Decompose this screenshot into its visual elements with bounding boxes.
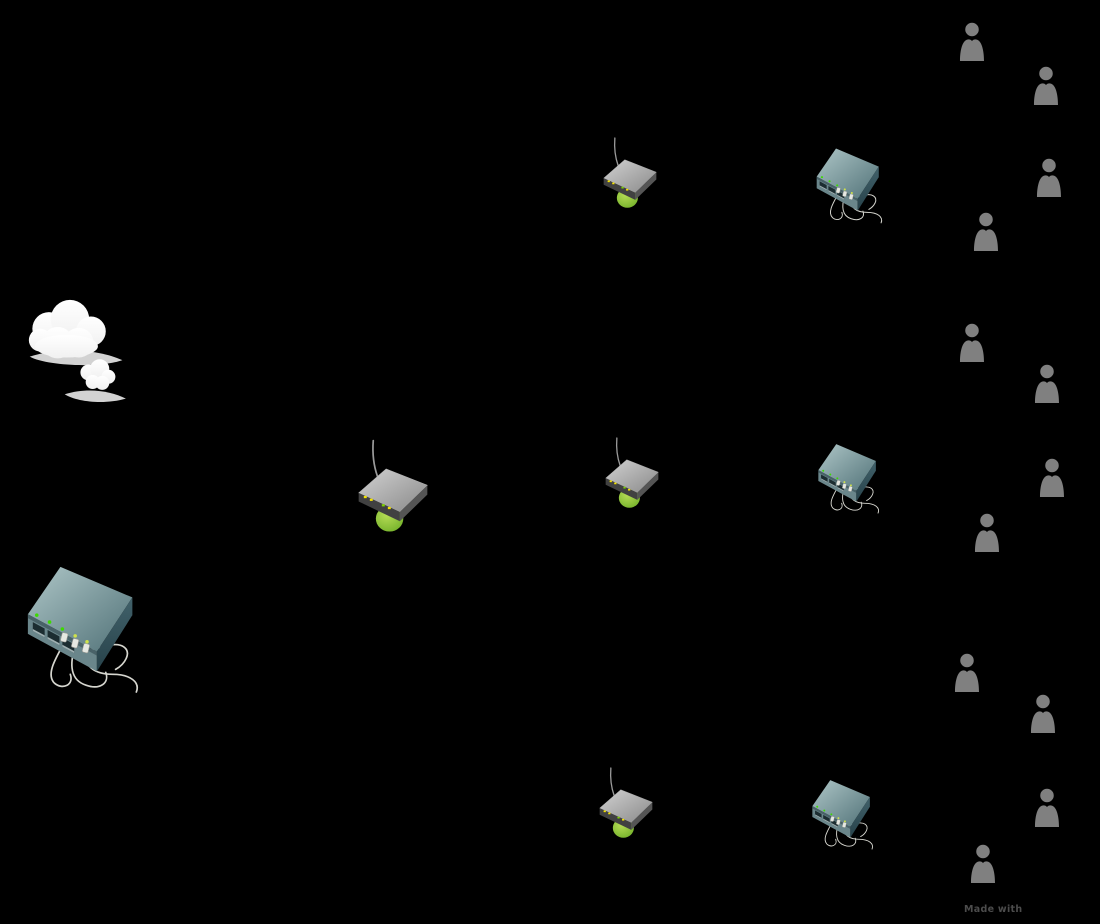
user-node — [957, 22, 987, 62]
switch-top-node — [812, 142, 894, 227]
wireless-ap-icon — [597, 136, 663, 215]
user-node — [1028, 694, 1058, 734]
access-point-bottom-node — [593, 766, 659, 845]
switch-bottom-node — [808, 774, 884, 853]
access-point-middle-node — [599, 436, 665, 515]
wireless-ap-icon — [593, 766, 659, 845]
made-with-watermark: Made with — [964, 904, 1023, 915]
cloud-icon — [14, 292, 132, 410]
user-node — [952, 653, 982, 693]
user-icon — [971, 212, 1001, 252]
user-node — [1034, 158, 1064, 198]
user-node — [972, 513, 1002, 553]
user-icon — [1032, 364, 1062, 404]
user-node — [1032, 788, 1062, 828]
internet-cloud-node — [14, 292, 132, 410]
user-icon — [1037, 458, 1067, 498]
main-access-point-node — [350, 438, 436, 541]
user-node — [971, 212, 1001, 252]
switch-middle-node — [814, 438, 890, 517]
user-icon — [1034, 158, 1064, 198]
switch-icon — [808, 774, 884, 853]
user-icon — [1031, 66, 1061, 106]
user-node — [968, 844, 998, 884]
user-icon — [1028, 694, 1058, 734]
user-node — [1032, 364, 1062, 404]
user-icon — [957, 22, 987, 62]
switch-icon — [814, 438, 890, 517]
user-icon — [972, 513, 1002, 553]
core-switch-node — [20, 556, 158, 699]
user-icon — [968, 844, 998, 884]
user-node — [1031, 66, 1061, 106]
switch-icon — [812, 142, 894, 227]
wireless-ap-icon — [350, 438, 436, 541]
access-point-top-node — [597, 136, 663, 215]
user-icon — [957, 323, 987, 363]
switch-icon — [20, 556, 158, 699]
user-icon — [1032, 788, 1062, 828]
user-icon — [952, 653, 982, 693]
wireless-ap-icon — [599, 436, 665, 515]
user-node — [957, 323, 987, 363]
user-node — [1037, 458, 1067, 498]
